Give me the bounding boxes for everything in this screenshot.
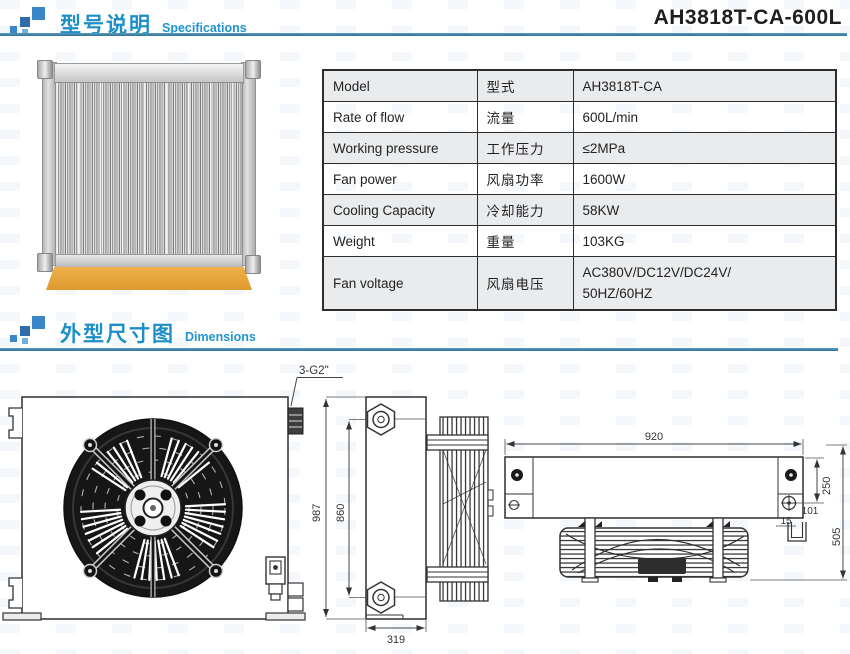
spec-label-zh: 流量 [476,101,574,133]
radiator-fin-core [55,82,243,256]
spec-value: AC380V/DC12V/DC24V/ 50HZ/60HZ [572,256,837,311]
port-fitting [245,255,261,274]
spec-value: 103KG [572,225,837,257]
spec-label-zh: 型式 [476,69,574,102]
spec-label-zh: 风扇功率 [476,163,574,195]
spec-label-zh: 冷却能力 [476,194,574,226]
product-photo [37,58,261,293]
dimension-drawing: 3-G2" 987 860 319 [2,365,847,646]
dim-250-label: 250 [821,477,833,495]
spec-value: ≤2MPa [572,132,837,164]
fan-icon [63,418,243,598]
spec-value-line2: 50HZ/60HZ [582,286,653,301]
front-view-drawing [2,396,306,621]
dims-title-zh: 外型尺寸图 [60,323,175,346]
radiator-bottom-tank [55,254,243,268]
dim-505-label: 505 [831,528,843,546]
table-row: Fan power 风扇功率 1600W [322,163,837,195]
icon-square [32,316,45,329]
port-fitting [245,60,261,79]
table-row: Model 型式 AH3818T-CA [322,69,837,102]
header-rule [0,33,847,36]
spec-label-en: Model [322,69,478,102]
side-view-drawing: 3-G2" 987 860 319 [290,365,494,646]
port-fitting [37,253,53,272]
dim-319-label: 319 [387,634,405,646]
icon-square [20,326,30,336]
page-title: AH3818T-CA-600L [653,6,842,29]
blue-squares-icon [10,315,50,345]
spec-label-en: Weight [322,225,478,257]
icon-square [10,335,17,342]
icon-square [20,17,30,27]
spec-value: 1600W [572,163,837,195]
spec-label-en: Cooling Capacity [322,194,478,226]
table-row: Rate of flow 流量 600L/min [322,101,837,133]
spec-table: Model 型式 AH3818T-CA Rate of flow 流量 600L… [322,69,837,311]
spec-label-en: Working pressure [322,132,478,164]
table-row: Fan voltage 风扇电压 AC380V/DC12V/DC24V/ 50H… [322,256,837,311]
icon-square [22,338,28,344]
spec-value: 600L/min [572,101,837,133]
icon-square [32,7,45,20]
table-row: Weight 重量 103KG [322,225,837,257]
icon-square [10,26,17,33]
dim-987-label: 987 [311,504,323,522]
spec-value: 58KW [572,194,837,226]
spec-value-line1: AC380V/DC12V/DC24V/ [582,265,732,280]
specs-title-zh: 型号说明 [60,14,152,37]
icon-square [22,29,28,35]
dim-860-label: 860 [335,504,347,522]
dim-15-label: 15 [780,516,792,527]
spec-label-zh: 工作压力 [476,132,574,164]
spec-label-en: Fan power [322,163,478,195]
blue-squares-icon [10,6,50,36]
radiator-right-rail [241,62,256,266]
dims-section-header: 外型尺寸图 Dimensions [10,315,256,345]
dim-101-label: 101 [802,506,819,517]
port-fitting [37,60,53,79]
radiator-top-tank [54,63,244,84]
top-view-drawing: 920 250 101 15 505 [504,431,847,583]
dims-rule [0,348,838,351]
port-thread-label: 3-G2" [299,365,329,377]
specs-section-header: 型号说明 Specifications [10,6,247,36]
table-row: Cooling Capacity 冷却能力 58KW [322,194,837,226]
table-row: Working pressure 工作压力 ≤2MPa [322,132,837,164]
radiator-orange-base [46,267,252,290]
spec-label-zh: 风扇电压 [476,256,574,311]
dims-title-en: Dimensions [185,329,256,344]
spec-value: AH3818T-CA [572,69,837,102]
dim-920-label: 920 [645,431,663,443]
spec-label-en: Fan voltage [322,256,478,311]
specs-title-en: Specifications [162,20,247,35]
spec-label-zh: 重量 [476,225,574,257]
spec-label-en: Rate of flow [322,101,478,133]
